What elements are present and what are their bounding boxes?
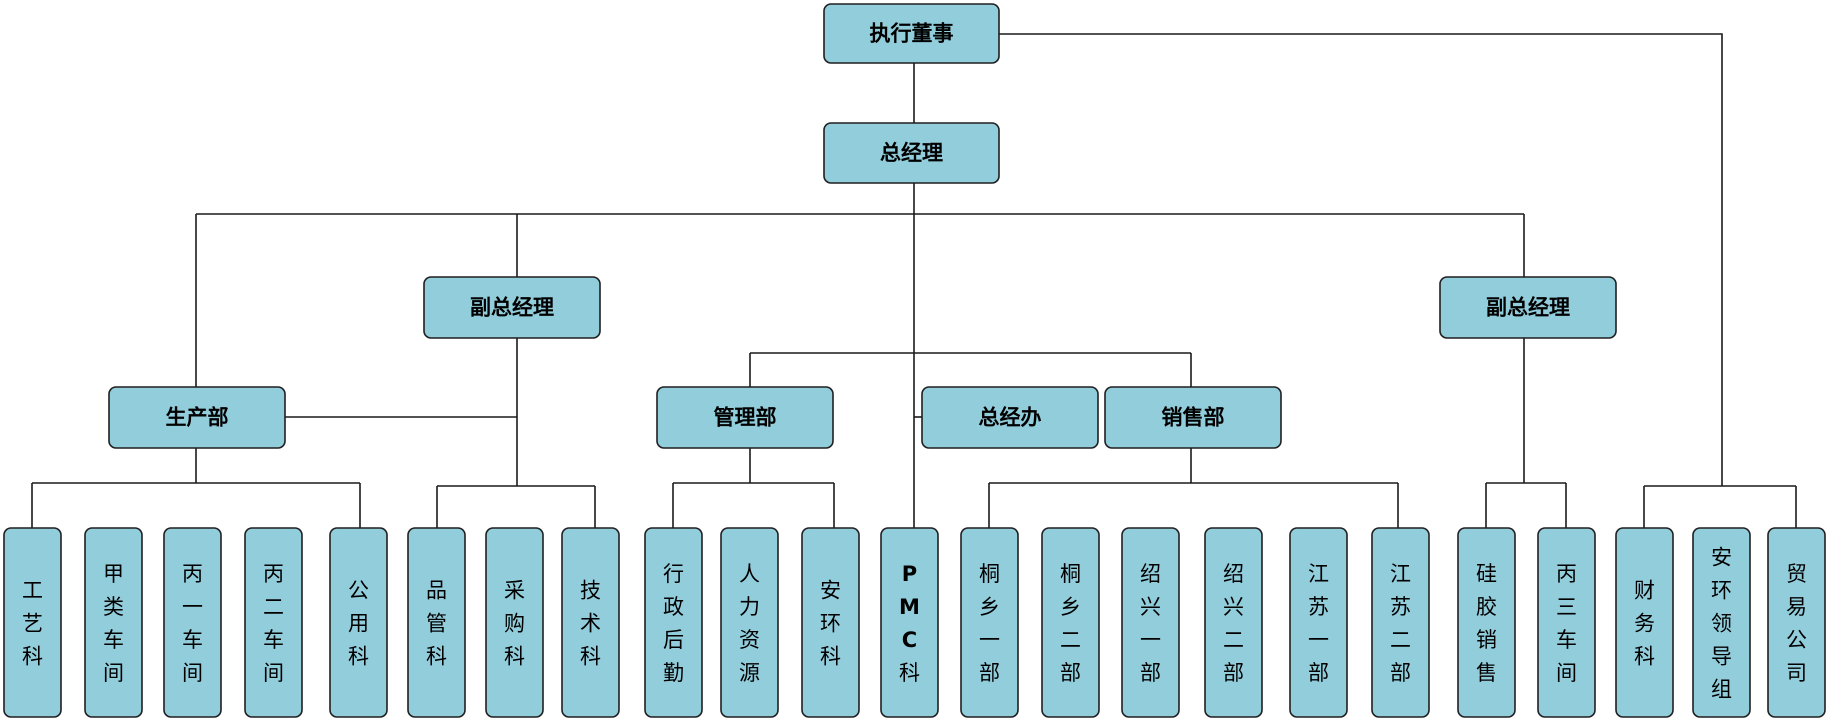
org-box-bing1: 丙一车间 — [163, 527, 222, 718]
org-box-maoyi-label: 贸易公司 — [1786, 562, 1807, 685]
org-box-bing3: 丙三车间 — [1537, 527, 1596, 718]
org-box-jiangsu2: 江苏二部 — [1371, 527, 1430, 718]
connector-lines — [31, 33, 1797, 528]
org-box-executive-director-frame — [823, 3, 1000, 64]
org-box-xingzheng: 行政后勤 — [644, 527, 703, 718]
org-box-anhuanlingdao-label: 安环领导组 — [1711, 546, 1732, 702]
org-box-gongyong: 公用科 — [329, 527, 388, 718]
org-box-bing3-frame — [1537, 527, 1596, 718]
org-box-jiangsu1-label: 江苏一部 — [1308, 562, 1329, 685]
org-box-shaoxing1-frame — [1121, 527, 1180, 718]
org-box-guijiao: 硅胶销售 — [1457, 527, 1516, 718]
org-box-deputy-gm-right-label: 副总经理 — [1486, 296, 1570, 320]
org-box-deputy-gm-left: 副总经理 — [423, 276, 601, 339]
org-box-deputy-gm-left-frame — [423, 276, 601, 339]
org-box-general-manager-frame — [823, 122, 1000, 184]
org-box-shaoxing2-frame — [1204, 527, 1263, 718]
org-box-jia-frame — [84, 527, 143, 718]
org-box-tongxiang2-frame — [1041, 527, 1100, 718]
org-box-deputy-gm-right: 副总经理 — [1439, 276, 1617, 339]
org-box-jishu-label: 技术科 — [580, 579, 601, 669]
org-box-deputy-gm-left-label: 副总经理 — [470, 296, 554, 320]
org-box-gongyi-frame — [3, 527, 62, 718]
org-box-caigou-label: 采购科 — [504, 579, 525, 669]
org-box-anhuanlingdao-frame — [1692, 527, 1751, 718]
org-box-maoyi-frame — [1767, 527, 1826, 718]
org-box-guijiao-frame — [1457, 527, 1516, 718]
org-box-jishu: 技术科 — [561, 527, 620, 718]
org-box-bing1-label: 丙一车间 — [182, 562, 203, 685]
org-box-jia-label: 甲类车间 — [103, 562, 124, 685]
org-box-xingzheng-frame — [644, 527, 703, 718]
org-box-bing2-frame — [244, 527, 303, 718]
org-box-sales-dept-label: 销售部 — [1162, 406, 1225, 430]
org-box-jiangsu1: 江苏一部 — [1289, 527, 1348, 718]
org-box-sales-dept-frame — [1104, 386, 1282, 449]
org-box-renli: 人力资源 — [720, 527, 779, 718]
org-box-guijiao-label: 硅胶销售 — [1476, 562, 1497, 685]
org-box-caigou-frame — [485, 527, 544, 718]
org-box-jiangsu2-frame — [1371, 527, 1430, 718]
connector-line — [999, 33, 1723, 486]
org-box-tongxiang2: 桐乡二部 — [1041, 527, 1100, 718]
org-box-bing2: 丙二车间 — [244, 527, 303, 718]
org-box-sales-dept: 销售部 — [1104, 386, 1282, 449]
org-box-caiwu: 财务科 — [1615, 527, 1674, 718]
org-box-gongyong-frame — [329, 527, 388, 718]
org-box-production-dept: 生产部 — [108, 386, 286, 449]
org-box-executive-director: 执行董事 — [823, 3, 1000, 64]
org-box-gm-office-frame — [921, 386, 1099, 449]
org-box-general-manager-label: 总经理 — [880, 141, 943, 165]
org-box-gm-office: 总经办 — [921, 386, 1099, 449]
org-box-renli-label: 人力资源 — [739, 562, 760, 685]
org-box-bing1-frame — [163, 527, 222, 718]
org-box-management-dept-frame — [656, 386, 834, 449]
org-box-tongxiang1: 桐乡一部 — [960, 527, 1019, 718]
org-box-caigou: 采购科 — [485, 527, 544, 718]
org-box-bing2-label: 丙二车间 — [263, 562, 284, 685]
org-box-anhuan: 安环科 — [801, 527, 860, 718]
org-box-management-dept: 管理部 — [656, 386, 834, 449]
org-box-production-dept-label: 生产部 — [166, 406, 229, 430]
org-box-xingzheng-label: 行政后勤 — [663, 562, 684, 685]
org-box-shaoxing1: 绍兴一部 — [1121, 527, 1180, 718]
org-box-gongyi: 工艺科 — [3, 527, 62, 718]
org-box-tongxiang1-label: 桐乡一部 — [979, 562, 1000, 685]
org-box-anhuan-label: 安环科 — [820, 579, 841, 669]
org-box-pinguan-frame — [407, 527, 466, 718]
org-box-jishu-frame — [561, 527, 620, 718]
org-box-renli-frame — [720, 527, 779, 718]
org-box-production-dept-frame — [108, 386, 286, 449]
org-box-deputy-gm-right-frame — [1439, 276, 1617, 339]
org-box-maoyi: 贸易公司 — [1767, 527, 1826, 718]
org-box-anhuanlingdao: 安环领导组 — [1692, 527, 1751, 718]
org-box-gongyi-label: 工艺科 — [22, 579, 43, 669]
org-box-pinguan-label: 品管科 — [426, 579, 447, 669]
org-box-general-manager: 总经理 — [823, 122, 1000, 184]
org-box-caiwu-frame — [1615, 527, 1674, 718]
org-box-tongxiang2-label: 桐乡二部 — [1060, 562, 1081, 685]
org-box-bing3-label: 丙三车间 — [1556, 562, 1577, 685]
org-box-shaoxing2-label: 绍兴二部 — [1223, 562, 1244, 685]
org-box-executive-director-label: 执行董事 — [870, 22, 954, 46]
org-box-jia: 甲类车间 — [84, 527, 143, 718]
org-box-caiwu-label: 财务科 — [1634, 579, 1655, 669]
org-box-jiangsu1-frame — [1289, 527, 1348, 718]
org-box-management-dept-label: 管理部 — [714, 406, 777, 430]
org-box-tongxiang1-frame — [960, 527, 1019, 718]
org-box-pmc-frame — [880, 527, 939, 718]
org-box-shaoxing1-label: 绍兴一部 — [1140, 562, 1161, 685]
org-box-anhuan-frame — [801, 527, 860, 718]
org-box-gm-office-label: 总经办 — [979, 406, 1042, 430]
org-box-jiangsu2-label: 江苏二部 — [1390, 562, 1411, 685]
org-box-gongyong-label: 公用科 — [348, 579, 369, 669]
org-box-shaoxing2: 绍兴二部 — [1204, 527, 1263, 718]
org-box-pinguan: 品管科 — [407, 527, 466, 718]
